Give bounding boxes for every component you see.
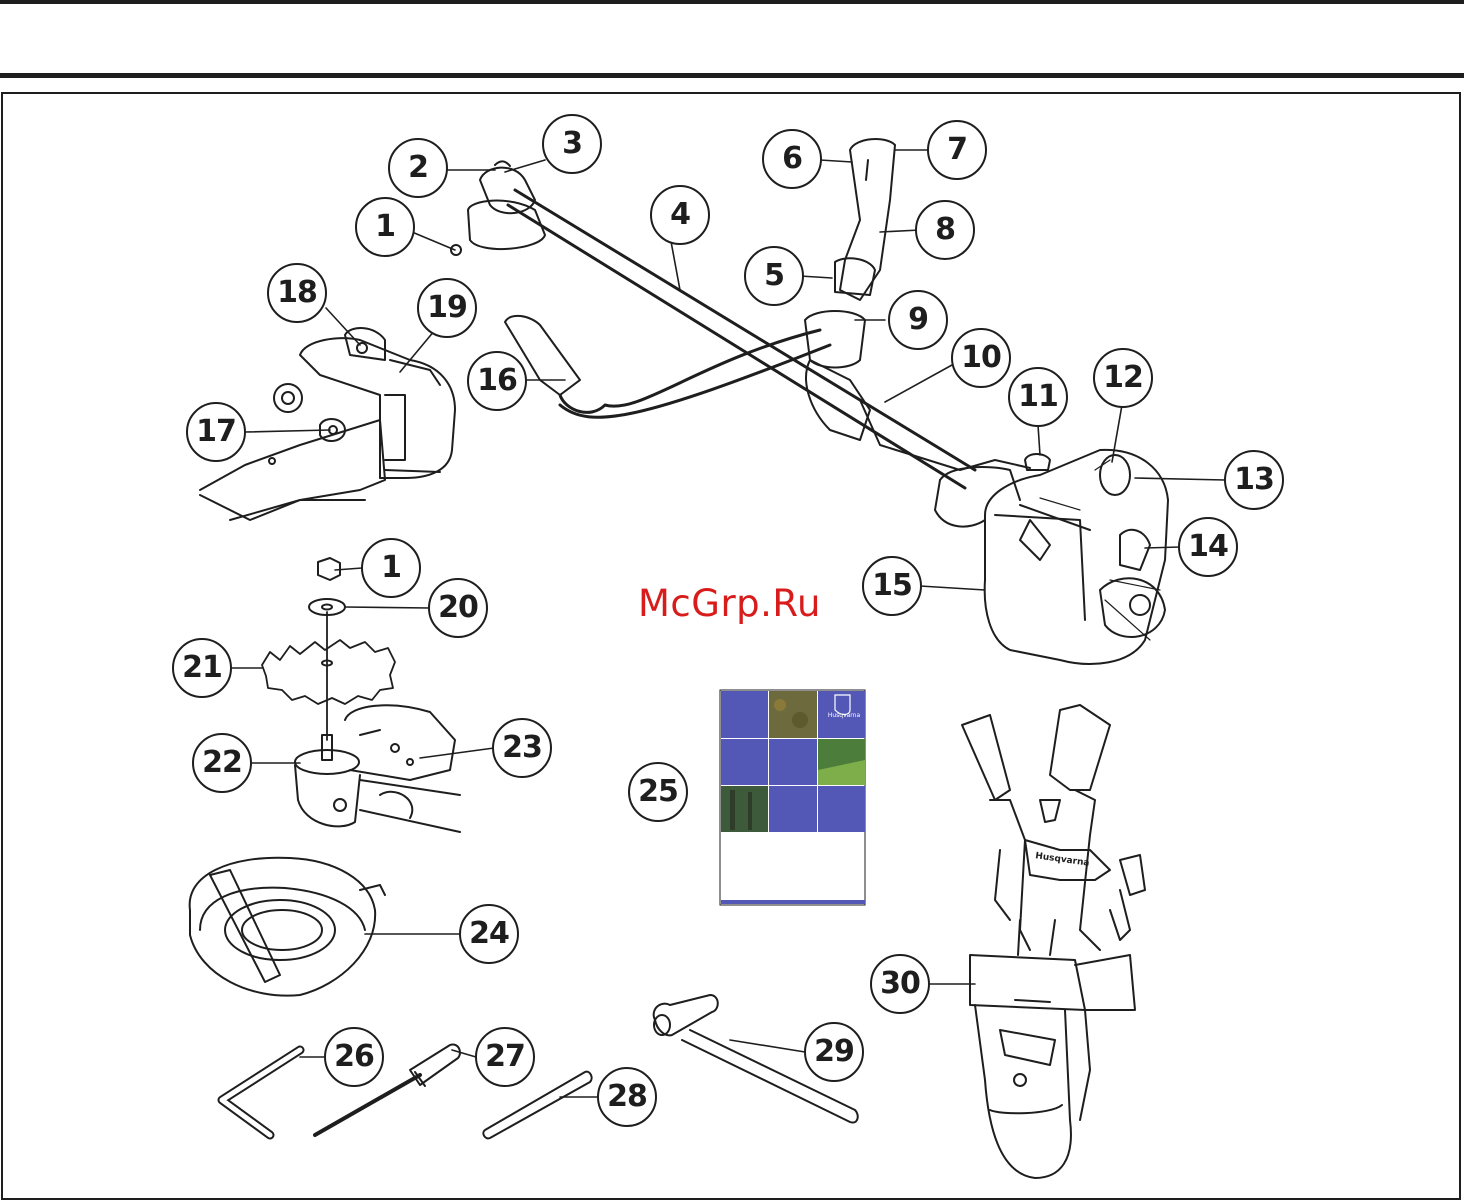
callout-2: 2: [388, 138, 448, 198]
loop-handle: [505, 316, 830, 417]
callout-28: 28: [597, 1067, 657, 1127]
callout-26: 26: [324, 1027, 384, 1087]
manual-brand-label: Husqvarna: [824, 712, 864, 719]
saw-blade: [262, 640, 395, 704]
callout-5: 5: [744, 246, 804, 306]
nut: [318, 558, 340, 580]
callout-29: 29: [804, 1022, 864, 1082]
callout-23: 23: [492, 718, 552, 778]
callout-25: 25: [628, 762, 688, 822]
callout-17: 17: [186, 402, 246, 462]
engine-unit: [860, 400, 1168, 664]
callout-24: 24: [459, 904, 519, 964]
harness: [962, 705, 1145, 1178]
blade-guard: [190, 858, 385, 996]
watermark-text: McGrp.Ru: [638, 582, 821, 625]
callout-1-lower: 1: [361, 538, 421, 598]
callout-13: 13: [1224, 450, 1284, 510]
callout-15: 15: [862, 556, 922, 616]
callout-18: 18: [267, 263, 327, 323]
callout-9: 9: [888, 290, 948, 350]
callout-4: 4: [650, 185, 710, 245]
operator-manual: [720, 690, 865, 905]
callout-10: 10: [951, 328, 1011, 388]
callout-11: 11: [1008, 367, 1068, 427]
hex-key: [222, 1050, 300, 1135]
callout-27: 27: [475, 1027, 535, 1087]
callout-16: 16: [467, 351, 527, 411]
callout-21: 21: [172, 638, 232, 698]
callout-12: 12: [1093, 348, 1153, 408]
callout-3: 3: [542, 114, 602, 174]
callout-19: 19: [417, 278, 477, 338]
gear-housing: [295, 705, 460, 832]
callout-8: 8: [915, 200, 975, 260]
bevel-gear-head: [451, 161, 545, 255]
callout-20: 20: [428, 578, 488, 638]
callout-22: 22: [192, 733, 252, 793]
callout-6: 6: [762, 129, 822, 189]
callout-14: 14: [1178, 517, 1238, 577]
callout-7: 7: [927, 120, 987, 180]
callout-30: 30: [870, 954, 930, 1014]
callout-1: 1: [355, 197, 415, 257]
